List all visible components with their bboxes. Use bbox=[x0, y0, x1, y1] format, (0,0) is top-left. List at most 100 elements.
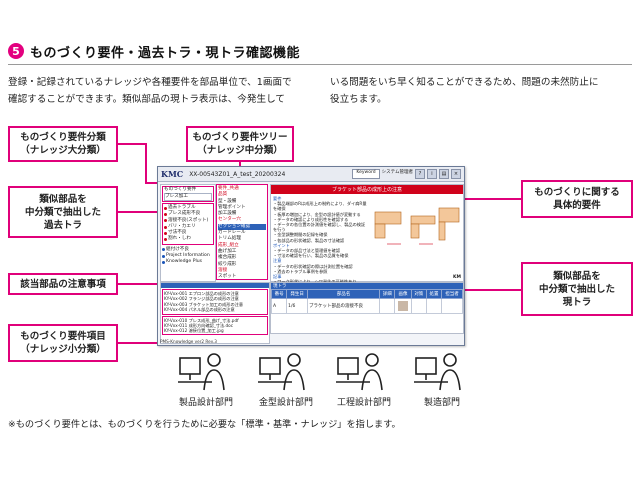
app-logo: KMC bbox=[161, 169, 184, 179]
table-cell: ブラケット部品の溶接不良 bbox=[307, 298, 381, 314]
doc-line: ・データの各位置の計測値を確認し、製品の検証を行う bbox=[273, 222, 366, 233]
tree-node[interactable]: 複合成形 bbox=[218, 255, 237, 261]
tree-node-selected[interactable]: セクション確認 bbox=[218, 223, 266, 231]
section-number-badge: 5 bbox=[8, 43, 24, 59]
connector-category-h2 bbox=[145, 182, 161, 184]
doc-line: ・寸法の確認を行い、製品の品質を確保 bbox=[273, 253, 349, 259]
tree-node[interactable]: 管理ポイント bbox=[218, 204, 246, 210]
table-header: 担当者 bbox=[441, 289, 463, 299]
tree-node[interactable]: 加工設備 bbox=[218, 211, 237, 217]
help-icon[interactable]: ? bbox=[415, 169, 425, 179]
tree-node[interactable]: 溶接 bbox=[218, 267, 228, 273]
category-select[interactable]: ものづくり要件 bbox=[164, 187, 197, 192]
tree-node[interactable]: 要件_共通 bbox=[218, 186, 239, 191]
current-trouble-tab[interactable]: 現トラ bbox=[271, 283, 463, 289]
description-left-line1: 登録・記録されているナレッジや各種要件を部品単位で、1画面で bbox=[8, 77, 292, 88]
table-cell bbox=[410, 298, 427, 314]
connector-requirements bbox=[456, 198, 521, 200]
tree-item[interactable]: Knowledge Plus bbox=[162, 259, 214, 265]
tree-item[interactable]: 過去トラブル bbox=[164, 205, 212, 211]
tree-node[interactable]: 絞り成形 bbox=[218, 261, 237, 267]
window-titlebar: KMC XX-00543Z01_A_test_20200324 Keyword … bbox=[158, 167, 464, 182]
tree-node[interactable]: ガードレール bbox=[218, 230, 246, 236]
current-trouble-table: 番号 発生日 部品名 詳細 画像 対策 処置 担当者 A 1/6 ブラケット部品… bbox=[270, 289, 463, 314]
tree-item[interactable]: 寸法不良 bbox=[164, 230, 212, 236]
callout-requirements: ものづくりに関する 具体的要件 bbox=[521, 180, 633, 218]
caution-row[interactable]: KY-Vxx-004 パネル部品の成形の注意 bbox=[164, 307, 235, 313]
connector-items bbox=[118, 342, 160, 344]
category-select-box[interactable]: ものづくり要件 プレス加工 bbox=[162, 186, 214, 202]
tree-node[interactable]: スポット bbox=[218, 274, 237, 280]
doc-line: ・データの確認により成形性を確認する bbox=[273, 216, 349, 222]
doc-line: ・金型調整期間の記録を確保 bbox=[273, 232, 328, 238]
department-label: 金型設計部門 bbox=[258, 398, 313, 408]
table-cell bbox=[425, 298, 443, 314]
table-header: 番号 bbox=[270, 289, 288, 299]
person-at-computer-icon bbox=[414, 353, 461, 391]
connector-past bbox=[118, 211, 160, 213]
doc-line: ポイント bbox=[273, 242, 290, 248]
caution-row[interactable]: KY-Vxx-002 フランジ部品の成形の注意 bbox=[164, 296, 239, 302]
past-trouble-tree: 過去トラブル プレス成形不良 溶接不良(スポット) バリ・カエリ 寸法不良 割れ… bbox=[162, 203, 214, 245]
header-divider bbox=[8, 64, 632, 65]
person-at-computer-icon bbox=[178, 353, 225, 391]
doc-line: ・データの形状確認の際は計測位置を確認 bbox=[273, 263, 353, 269]
small-item-row[interactable]: KY-Vxx-010 プレス成形_曲げ_寸法.pdf bbox=[164, 317, 239, 323]
tree-node[interactable]: 曲げ加工 bbox=[218, 248, 237, 254]
small-item-row[interactable]: KY-Vxx-011 成形方向確認_寸法.doc bbox=[164, 322, 234, 328]
tree-node[interactable]: 成形_組立 bbox=[218, 242, 239, 248]
doc-line: ・ワーク形状により、シワ発生の可能性あり bbox=[273, 279, 369, 284]
cross-section-diagram bbox=[374, 207, 460, 245]
doc-line: 記事 bbox=[273, 274, 282, 280]
print-icon[interactable]: ▤ bbox=[439, 169, 449, 179]
doc-footer: KM bbox=[453, 275, 461, 280]
window-toolbar: Keyword システム管理者 ? i ▤ × bbox=[352, 169, 464, 179]
table-row[interactable]: A 1/6 ブラケット部品の溶接不良 bbox=[270, 298, 463, 314]
description-left: 登録・記録されているナレッジや各種要件を部品単位で、1画面で 確認することができ… bbox=[8, 74, 314, 108]
tree-item[interactable]: バリ・カエリ bbox=[164, 224, 212, 230]
doc-line: ・各部品の形状確認、製品の寸法確認 bbox=[273, 237, 345, 243]
connector-current bbox=[456, 289, 521, 291]
tree-item[interactable]: Project Information bbox=[162, 253, 214, 259]
tree-node[interactable]: 品質 bbox=[218, 192, 228, 198]
user-label: システム管理者 bbox=[381, 170, 413, 175]
middle-tree-panel: 要件_共通 品質 型・設備 管理ポイント 加工設備 センター穴 セクション確認 … bbox=[216, 184, 268, 280]
category-select2[interactable]: プレス加工 bbox=[164, 193, 212, 201]
callout-current-trouble: 類似部品を 中分類で抽出した 現トラ bbox=[521, 262, 633, 316]
connector-category-v bbox=[145, 143, 147, 183]
project-tree: 組付け不良 Project Information Knowledge Plus bbox=[161, 246, 215, 267]
description-right: いる問題をいち早く知ることができるため、問題の未然防止に 役立ちます。 bbox=[330, 74, 632, 108]
document-body: 要件 ・製品端部のRは成形上の制約により、ダイ肩R量を確保 ・板厚の増加により、… bbox=[271, 194, 371, 292]
cautions-panel: KY-Vxx-001 エプロン部品の成形の注意 KY-Vxx-002 フランジ部… bbox=[160, 282, 270, 344]
cautions-header bbox=[161, 283, 269, 288]
person-at-computer-icon bbox=[258, 353, 305, 391]
footnote: ※ものづくり要件とは、ものづくりを行うために必要な「標準・基準・ナレッジ」を指し… bbox=[8, 419, 401, 430]
callout-past-trouble: 類似部品を 中分類で抽出した 過去トラ bbox=[8, 186, 118, 238]
tree-item[interactable]: 割れ・しわ bbox=[164, 236, 212, 242]
caution-row[interactable]: KY-Vxx-001 エプロン部品の成形の注意 bbox=[164, 291, 239, 296]
table-header: 処置 bbox=[425, 289, 443, 299]
description-left-line2: 確認することができます。類似部品の現トラ表示は、今発生して bbox=[8, 94, 285, 105]
small-items-list: KY-Vxx-010 プレス成形_曲げ_寸法.pdf KY-Vxx-011 成形… bbox=[162, 315, 268, 336]
table-header: 部品名 bbox=[307, 289, 381, 299]
tree-node[interactable]: トリム処理 bbox=[218, 236, 241, 242]
close-icon[interactable]: × bbox=[451, 169, 461, 179]
tree-item[interactable]: 溶接不良(スポット) bbox=[164, 218, 212, 224]
tree-node[interactable]: 型・設備 bbox=[218, 198, 237, 204]
left-panel: ものづくり要件 プレス加工 過去トラブル プレス成形不良 溶接不良(スポット) … bbox=[160, 184, 216, 282]
info-icon[interactable]: i bbox=[427, 169, 437, 179]
document-title: ブラケット部品の成形上の注意 bbox=[271, 185, 463, 194]
small-item-row[interactable]: KY-Vxx-012 溶接位置_加工.jpg bbox=[164, 328, 224, 334]
tree-node[interactable]: センター穴 bbox=[218, 217, 241, 223]
caution-row[interactable]: KY-Vxx-003 ブラケット加工の成形の注意 bbox=[164, 301, 244, 307]
tree-item[interactable]: 組付け不良 bbox=[162, 247, 214, 253]
tree-item[interactable]: プレス成形不良 bbox=[164, 211, 212, 217]
doc-line: 注意 bbox=[273, 258, 282, 264]
doc-line: ・製品端部のRは成形上の制約により、ダイ肩R量を確保 bbox=[273, 201, 367, 212]
table-cell-image bbox=[394, 298, 412, 314]
table-header: 対策 bbox=[410, 289, 427, 299]
cautions-list: KY-Vxx-001 エプロン部品の成形の注意 KY-Vxx-002 フランジ部… bbox=[162, 289, 268, 315]
keyword-search-input[interactable]: Keyword bbox=[352, 169, 380, 179]
document-panel: ブラケット部品の成形上の注意 要件 ・製品端部のRは成形上の制約により、ダイ肩R… bbox=[270, 184, 464, 289]
description-right-line1: いる問題をいち早く知ることができるため、問題の未然防止に bbox=[330, 77, 599, 88]
